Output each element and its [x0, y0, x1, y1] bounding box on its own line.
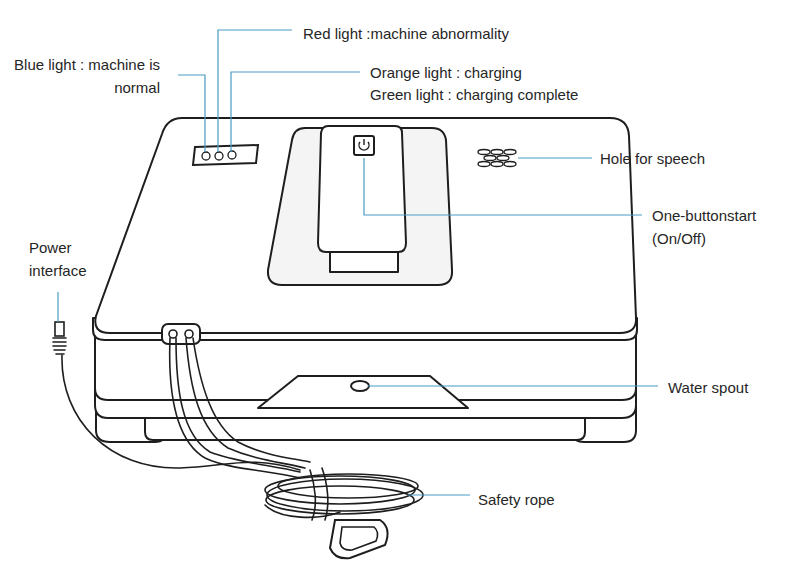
leader-lines-part [178, 75, 205, 152]
safety-rope-part [193, 338, 310, 462]
callout-label: Hole for speech [600, 147, 705, 170]
water-spout-part [258, 376, 468, 408]
leader-lines-part [218, 30, 292, 152]
callout-label: Green light : charging complete [370, 83, 578, 106]
safety-rope-part [267, 479, 423, 511]
handle-part [330, 250, 398, 272]
power-cord [53, 322, 300, 470]
safety-rope-part [265, 505, 340, 517]
leader-lines-part [368, 385, 658, 386]
safety-rope [162, 324, 423, 558]
water-spout-part [351, 381, 369, 391]
safety-rope-part [162, 324, 200, 344]
speaker-holes-part [504, 162, 516, 167]
handle-part [318, 126, 406, 252]
speaker-holes-part [478, 162, 490, 167]
leader-lines-part [518, 157, 592, 158]
indicator-panel [193, 145, 258, 165]
water-spout [258, 376, 468, 408]
safety-rope-part [330, 520, 388, 558]
leader-lines-part [408, 494, 470, 495]
handle-part [354, 136, 374, 155]
safety-rope-part [169, 330, 177, 338]
power-cord-part [62, 355, 300, 470]
callout-label: Blue light : machine is normal [10, 53, 160, 99]
handle-part [363, 139, 364, 145]
safety-rope-part [340, 527, 378, 550]
leader-lines-part [57, 292, 58, 322]
indicator-panel-part [193, 145, 258, 165]
power-cord-part [53, 338, 66, 354]
callout-label: Safety rope [478, 488, 555, 511]
callout-label: Water spout [668, 376, 748, 399]
callout-label: Power interface [29, 236, 107, 282]
speaker-holes-part [478, 150, 490, 155]
speaker-holes [478, 150, 516, 167]
callout-label: One-buttonstart (On/Off) [652, 204, 782, 250]
safety-rope-part [266, 486, 414, 514]
leader-lines-part [231, 72, 360, 152]
leader-lines [58, 30, 658, 495]
robot-body [93, 118, 637, 442]
callout-label: Red light :machine abnormality [303, 22, 509, 45]
speaker-holes-part [484, 156, 496, 161]
speaker-holes-part [491, 162, 503, 167]
safety-rope-part [278, 474, 418, 498]
safety-rope-part [310, 470, 315, 520]
callout-label: Orange light : charging [370, 61, 522, 84]
indicator-panel-part [228, 151, 236, 159]
robot-body-part [95, 118, 636, 333]
safety-rope-part [185, 330, 193, 338]
indicator-panel-part [202, 152, 210, 160]
safety-rope-part [322, 468, 328, 520]
speaker-holes-part [504, 150, 516, 155]
power-cord-part [55, 322, 64, 336]
safety-rope-part [186, 338, 305, 468]
speaker-holes-part [497, 156, 509, 161]
indicator-panel-part [215, 152, 223, 160]
handle [268, 126, 452, 285]
speaker-holes-part [491, 150, 503, 155]
